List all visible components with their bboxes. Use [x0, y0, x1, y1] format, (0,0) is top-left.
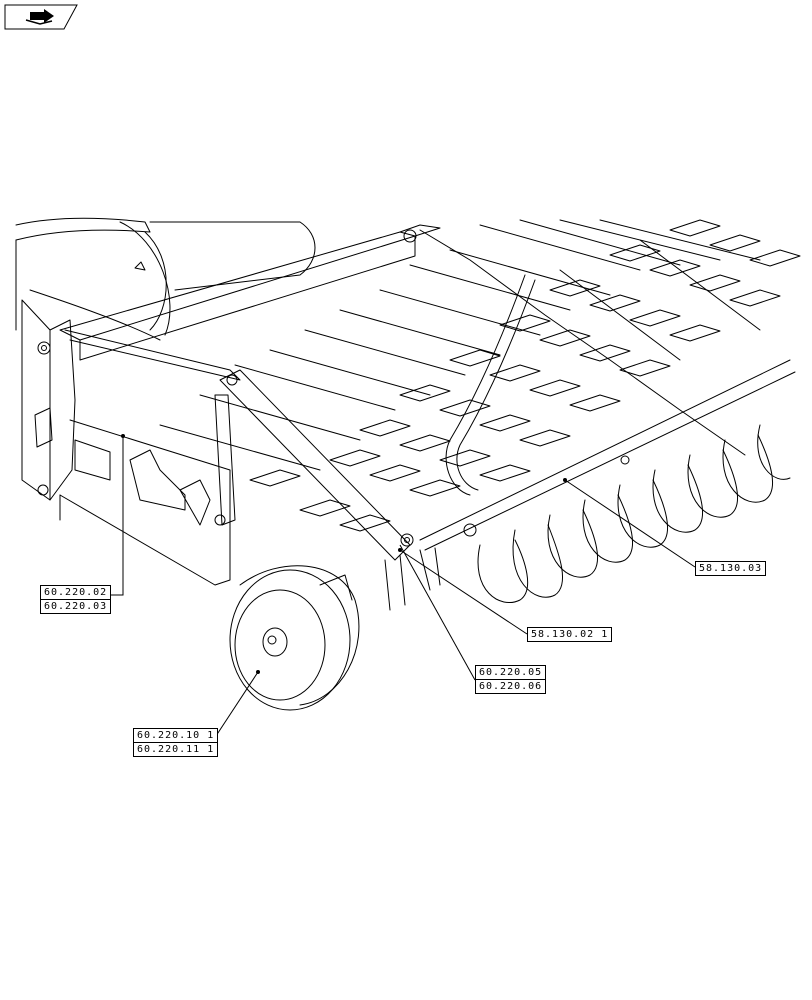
callout-code: 60.220.11 1	[134, 742, 218, 756]
side-frame	[21, 299, 231, 586]
callout-58-130-03[interactable]: 58.130.03	[695, 561, 767, 576]
front-rod	[419, 359, 796, 551]
callout-code: 60.220.06	[476, 679, 546, 693]
callout-60-220-10[interactable]: 60.220.10 1 60.220.11 1	[133, 728, 219, 757]
tine-bars	[159, 219, 761, 471]
callout-code: 58.130.02 1	[531, 629, 609, 640]
callout-60-220-02[interactable]: 60.220.02 60.220.03	[40, 585, 112, 614]
support-arms	[64, 329, 414, 561]
callout-code: 60.220.10 1	[137, 730, 215, 741]
feeder-hood	[15, 217, 316, 341]
callout-code: 60.220.02	[44, 587, 108, 598]
reference-badge[interactable]	[4, 4, 78, 34]
main-frame-beam	[59, 224, 441, 361]
gauge-wheel	[229, 565, 360, 711]
spring-tines	[384, 424, 791, 611]
leader-dots	[121, 434, 567, 674]
pickup-clip-rows	[249, 219, 801, 532]
callout-60-220-05[interactable]: 60.220.05 60.220.06	[475, 665, 547, 694]
reference-arrow-icon	[4, 4, 78, 30]
leader-lines	[108, 436, 696, 743]
callout-code: 60.220.03	[41, 599, 111, 613]
callout-code: 60.220.05	[479, 667, 543, 678]
wind-guard-wire	[445, 239, 761, 496]
callout-58-130-02[interactable]: 58.130.02 1	[527, 627, 613, 642]
callout-code: 58.130.03	[699, 563, 763, 574]
